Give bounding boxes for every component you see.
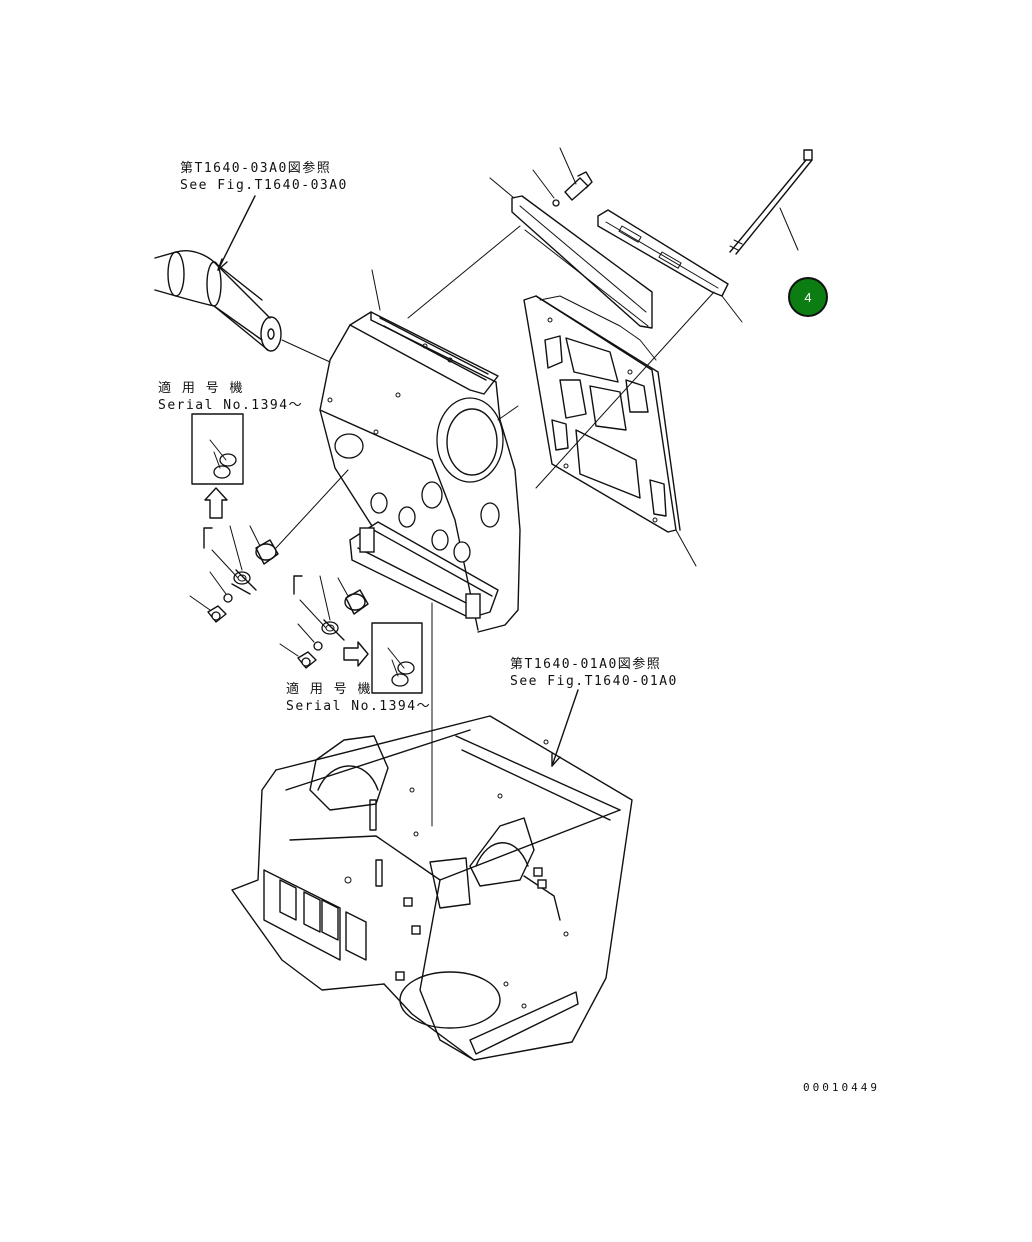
long-bolt-part [729,149,813,255]
serial-note-1-en: Serial No.1394～ [158,398,304,413]
callout-number: 4 [804,289,812,305]
lower-frame-part [231,715,633,1061]
serial-note-2: 適 用 号 機 Serial No.1394～ [286,681,431,715]
serial-note-2-en: Serial No.1394～ [286,699,432,714]
fastener-group-middle [279,575,423,694]
leader-cover-plate [489,177,515,199]
cover-plate-part [511,195,653,329]
serial-box-2 [371,622,423,694]
ref-label-lower: 第T1640-01A0図参照 See Fig.T1640-01A0 [510,656,678,690]
leader-rail [535,291,743,489]
ref-upper-jp: 第T1640-03A0図参照 [180,161,332,176]
ref-upper-en: See Fig.T1640-03A0 [180,178,348,193]
rail-bracket-part [597,209,729,297]
drawing-number: 00010449 [803,1081,880,1094]
ref-lower-en: See Fig.T1640-01A0 [510,674,678,689]
serial-box-1 [191,413,244,485]
callout-number-badge[interactable]: 4 [788,277,828,317]
ref-lower-jp: 第T1640-01A0図参照 [510,657,662,672]
fastener-group-left [189,413,349,623]
serial-note-1-jp: 適 用 号 機 [158,381,244,396]
leader-shaft [217,195,256,271]
arrow-up-icon [204,487,228,519]
bracket-middle [293,575,303,595]
leader-cover [407,225,521,319]
leader-lower-frame [551,689,579,767]
leader-side-panel [675,529,697,567]
arrow-right-icon [343,641,369,667]
serial-note-1: 適 用 号 機 Serial No.1394～ [158,380,303,414]
leader-frame [371,269,381,311]
shaft-part [154,250,331,363]
upper-frame-part [319,311,521,633]
ref-label-upper: 第T1640-03A0図参照 See Fig.T1640-03A0 [180,160,348,194]
leader-panel-frame [497,405,519,421]
bracket-left [203,527,213,549]
leader-long-bolt [779,207,799,251]
serial-note-2-jp: 適 用 号 機 [286,682,372,697]
side-panel-part [523,295,681,533]
